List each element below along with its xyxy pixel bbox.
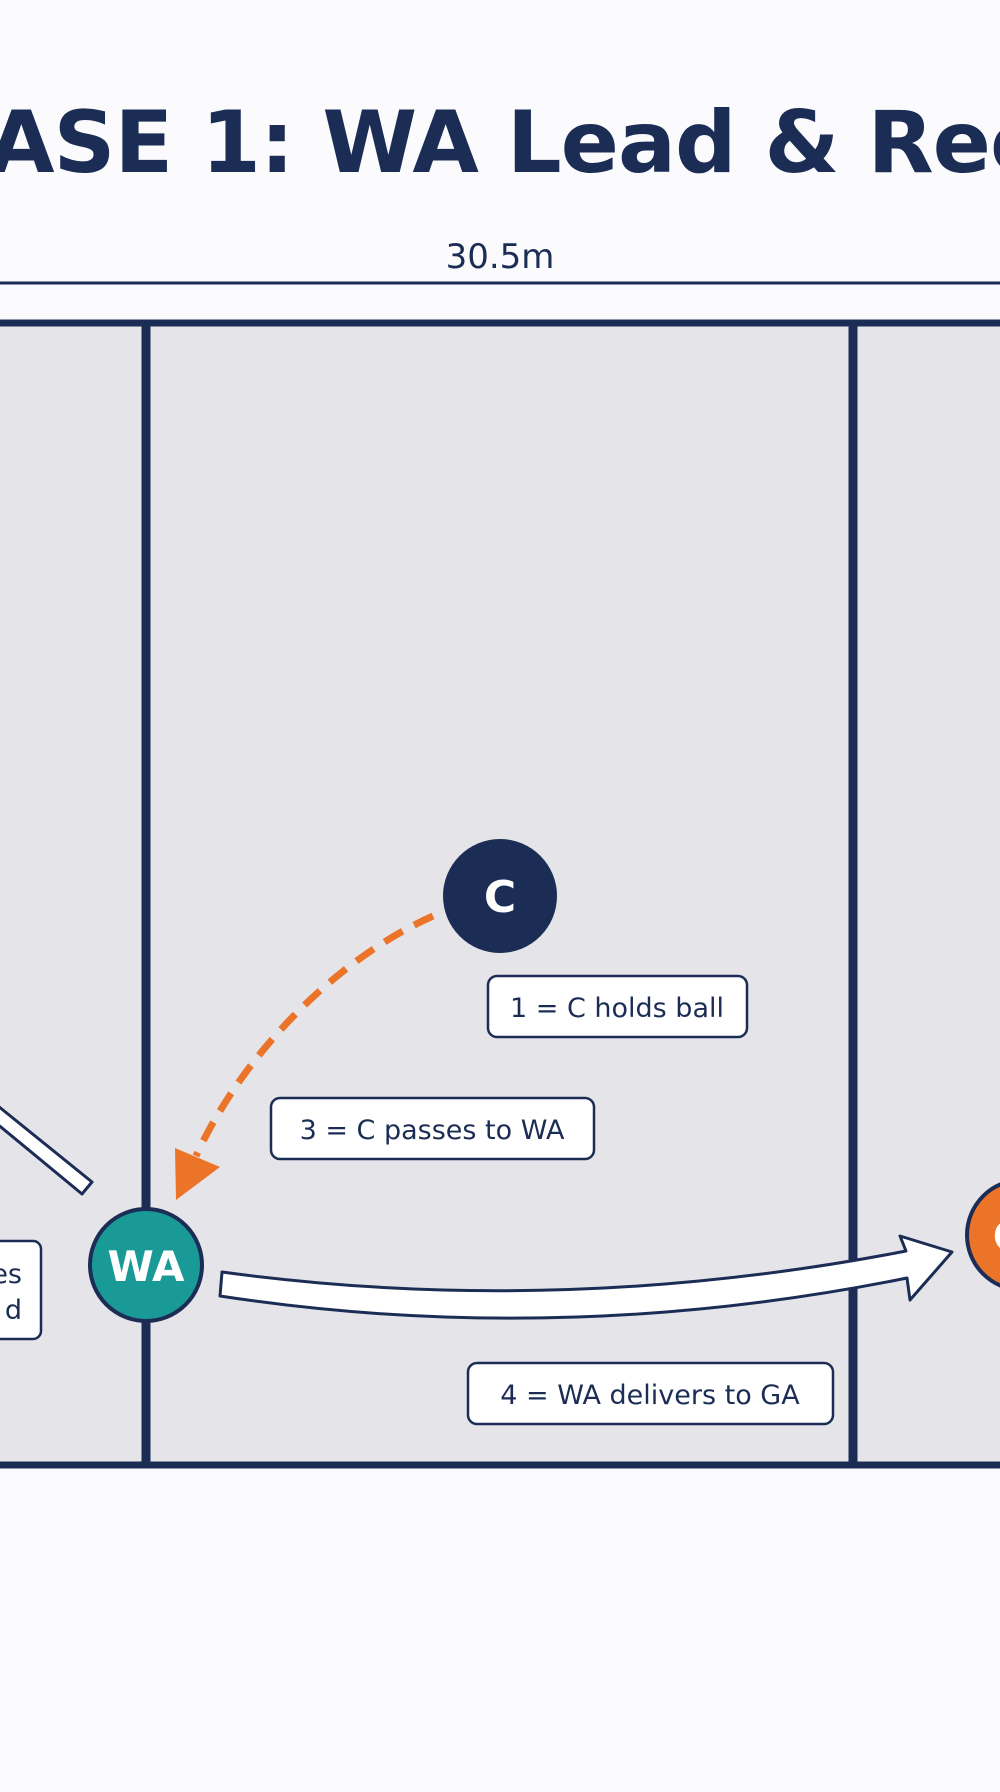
callout-step1-text: 1 = C holds ball <box>510 993 724 1024</box>
pass-c-to-wa-path <box>192 912 435 1158</box>
player-ga-circle <box>965 1182 1000 1288</box>
player-wa-label: WA <box>108 1242 185 1291</box>
player-c-circle <box>443 839 557 953</box>
callout-step2-box <box>0 1239 43 1341</box>
player-c[interactable]: C <box>443 839 557 953</box>
player-ga[interactable]: G <box>965 1180 1000 1290</box>
callout-step4-box <box>466 1361 835 1426</box>
callout-step3-box <box>269 1096 596 1161</box>
court-width-label: 30.5m <box>446 237 555 277</box>
wa-lead-arrow <box>0 1105 94 1196</box>
callout-step1-box <box>486 974 749 1039</box>
diagram-title: ASE 1: WA Lead & Rece <box>0 93 1000 193</box>
callout-step2-line2: d <box>5 1295 22 1326</box>
player-wa-circle <box>88 1207 204 1323</box>
player-c-label: C <box>484 872 516 923</box>
player-ga-label: G <box>993 1212 1000 1261</box>
callout-step4-text: 4 = WA delivers to GA <box>500 1380 800 1411</box>
pass-c-to-wa-arrowhead <box>175 1148 220 1200</box>
callout-step3-text: 3 = C passes to WA <box>300 1115 565 1146</box>
player-wa[interactable]: WA <box>88 1207 204 1323</box>
callout-step2-line1: es <box>0 1259 22 1290</box>
wa-to-ga-delivery-arrow-body <box>218 1234 954 1320</box>
